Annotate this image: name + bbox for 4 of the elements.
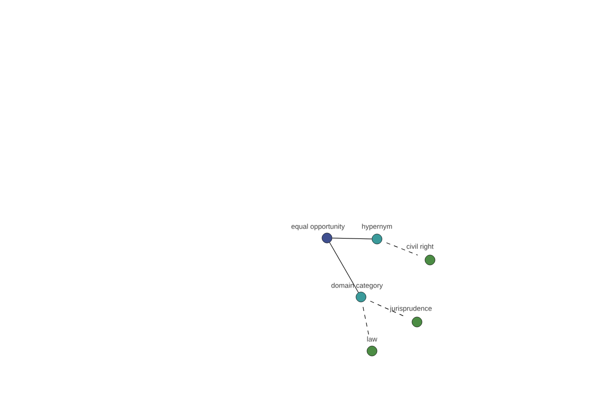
connector-line (370, 300, 406, 317)
connector-line (332, 238, 372, 240)
connector-line (386, 242, 418, 256)
connector-line (329, 242, 359, 293)
